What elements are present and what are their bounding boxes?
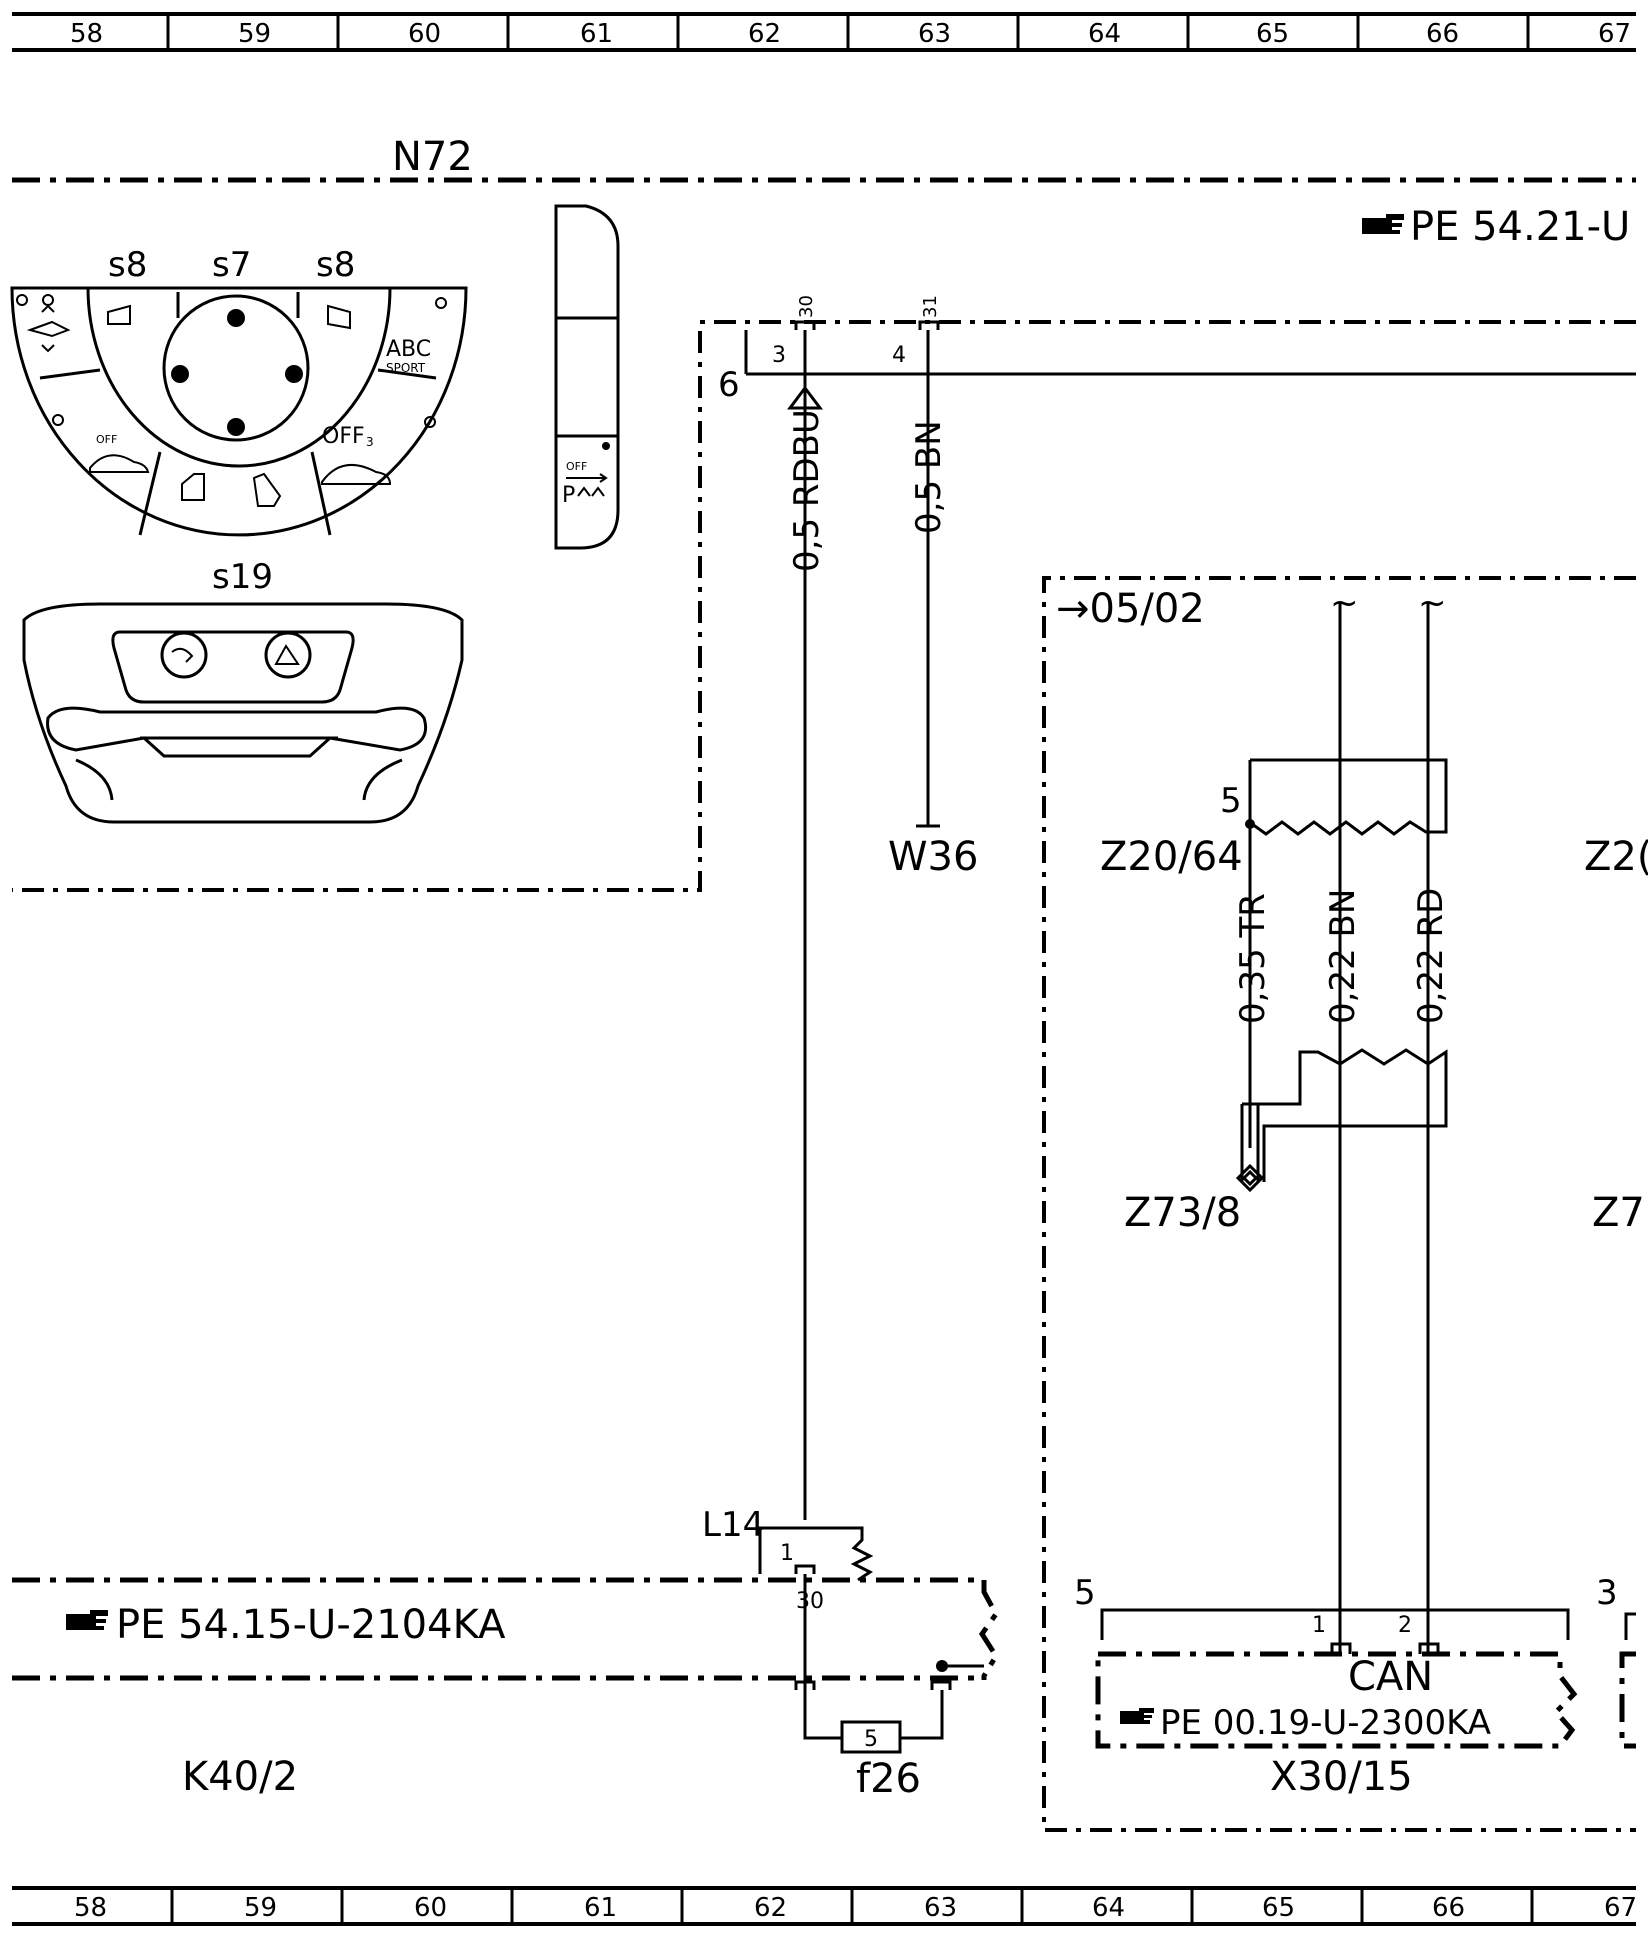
pin-2-x30-label: 2 bbox=[1398, 1613, 1412, 1638]
sport-label: SPORT bbox=[386, 361, 426, 375]
grid-col-63: 63 bbox=[918, 19, 951, 49]
wire-rdbu: 0,5 RDBU bbox=[787, 330, 827, 1520]
z7-cut-label: Z7 bbox=[1592, 1190, 1645, 1236]
k40-2-section: L14 1 30 PE 54.15-U-2104KA K40/2 5 f26 bbox=[12, 1505, 999, 1802]
grid-col-65: 65 bbox=[1256, 19, 1289, 49]
s8-left-label: s8 bbox=[108, 245, 147, 285]
grid-col-62: 62 bbox=[748, 19, 781, 49]
switch-panel: s8 s7 s8 ABC SPORT OFF OFF 3 bbox=[10, 245, 468, 537]
z20-64-label: Z20/64 bbox=[1100, 834, 1243, 880]
reference-00-19: PE 00.19-U-2300KA bbox=[1120, 1703, 1491, 1743]
grid-col-60: 60 bbox=[408, 19, 441, 49]
pin-3-label: 3 bbox=[772, 343, 786, 368]
pin-5-z20-label: 5 bbox=[1220, 781, 1242, 821]
arrow-ref-label: →05/02 bbox=[1056, 586, 1205, 632]
grid-col-59: 59 bbox=[244, 1893, 277, 1923]
grid-col-63: 63 bbox=[924, 1893, 957, 1923]
n72-connector: 6 3 4 30 31 bbox=[718, 295, 1636, 405]
pointing-hand-icon bbox=[1120, 1708, 1154, 1724]
can-section: →05/02 ~ ~ 5 Z20/64 Z2( 0,35 TR 0,22 BN … bbox=[1042, 576, 1648, 1832]
wire-tr-label: 0,35 TR bbox=[1233, 893, 1273, 1024]
pin-5-x30-label: 5 bbox=[1074, 1573, 1096, 1613]
k40-2-label: K40/2 bbox=[182, 1754, 298, 1800]
grid-col-64: 64 bbox=[1088, 19, 1121, 49]
l14-label: L14 bbox=[702, 1505, 764, 1545]
pin-3-x30-label: 3 bbox=[1596, 1573, 1618, 1613]
pin-4-label: 4 bbox=[892, 343, 906, 368]
off-label-3: OFF bbox=[566, 460, 587, 473]
grid-col-67: 67 bbox=[1598, 19, 1631, 49]
wire-rdbu-label: 0,5 RDBU bbox=[787, 409, 827, 572]
grid-col-62: 62 bbox=[754, 1893, 787, 1923]
z20-cut-label: Z2( bbox=[1584, 834, 1648, 880]
grid-col-61: 61 bbox=[584, 1893, 617, 1923]
grid-col-64: 64 bbox=[1092, 1893, 1125, 1923]
reference-54-15: PE 54.15-U-2104KA bbox=[66, 1602, 506, 1648]
reference-00-19-text: PE 00.19-U-2300KA bbox=[1160, 1703, 1491, 1743]
grid-col-60: 60 bbox=[414, 1893, 447, 1923]
top-grid-ruler: 58 59 60 61 62 63 64 65 66 67 bbox=[12, 12, 1636, 52]
pin-30-k40-label: 30 bbox=[796, 1589, 824, 1614]
grid-col-59: 59 bbox=[238, 19, 271, 49]
grid-col-67: 67 bbox=[1604, 1893, 1637, 1923]
n72-label: N72 bbox=[392, 134, 473, 180]
off-label-1: OFF bbox=[96, 433, 117, 446]
off-label-2: OFF bbox=[322, 424, 365, 449]
tilde-rd: ~ bbox=[1418, 583, 1447, 623]
w36-label: W36 bbox=[888, 834, 978, 880]
x30-15-label: X30/15 bbox=[1270, 1754, 1413, 1800]
pin-5-fuse-label: 5 bbox=[864, 1727, 878, 1752]
reference-54-15-text: PE 54.15-U-2104KA bbox=[116, 1602, 506, 1648]
pin-31-label: 31 bbox=[920, 295, 941, 318]
s19-label: s19 bbox=[212, 557, 273, 597]
s19-switch: s19 bbox=[22, 557, 464, 824]
sub-3-label: 3 bbox=[366, 435, 374, 449]
grid-col-61: 61 bbox=[580, 19, 613, 49]
pin-6-label: 6 bbox=[718, 365, 740, 405]
pin-30-label: 30 bbox=[796, 295, 817, 318]
grid-col-65: 65 bbox=[1262, 1893, 1295, 1923]
pin-1-l14-label: 1 bbox=[780, 1541, 794, 1566]
reference-54-21-text: PE 54.21-U bbox=[1410, 204, 1630, 250]
reference-54-21: PE 54.21-U bbox=[1362, 204, 1630, 250]
grid-col-58: 58 bbox=[70, 19, 103, 49]
z73-8-label: Z73/8 bbox=[1124, 1190, 1241, 1236]
f26-label: f26 bbox=[856, 1756, 921, 1802]
s7-label: s7 bbox=[212, 245, 251, 285]
pointing-hand-icon bbox=[66, 1610, 108, 1630]
pointing-hand-icon bbox=[1362, 214, 1404, 234]
abc-label: ABC bbox=[386, 337, 431, 362]
can-label: CAN bbox=[1348, 1654, 1433, 1700]
grid-col-66: 66 bbox=[1426, 19, 1459, 49]
wire-bn-label: 0,5 BN bbox=[909, 420, 949, 534]
grid-col-66: 66 bbox=[1432, 1893, 1465, 1923]
wire-bn22-label: 0,22 BN bbox=[1323, 889, 1363, 1024]
n72-module: N72 PE 54.21-U bbox=[12, 134, 1636, 892]
side-switch-strip: OFF P bbox=[554, 204, 620, 550]
grid-col-58: 58 bbox=[74, 1893, 107, 1923]
pin-1-x30-label: 1 bbox=[1312, 1613, 1326, 1638]
p-label: P bbox=[562, 483, 575, 508]
wire-rd22-label: 0,22 RD bbox=[1411, 888, 1451, 1024]
bottom-grid-ruler: 58 59 60 61 62 63 64 65 66 67 bbox=[12, 1886, 1637, 1926]
tilde-bn: ~ bbox=[1330, 583, 1359, 623]
s8-right-label: s8 bbox=[316, 245, 355, 285]
wire-bn: 0,5 BN W36 bbox=[888, 330, 978, 880]
